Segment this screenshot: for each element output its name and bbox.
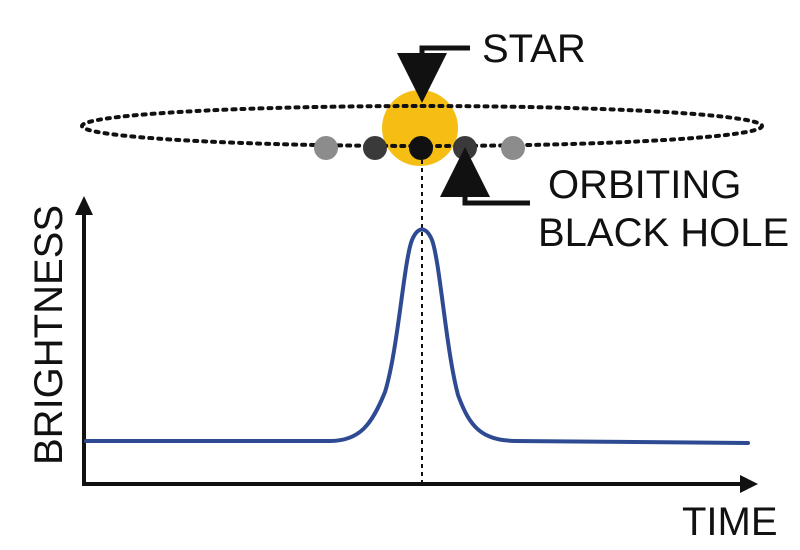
black-hole-pointer-arrow [440, 147, 530, 206]
black-hole-position-right [453, 136, 477, 160]
black-hole-position-far-right [501, 136, 525, 160]
star-label: STAR [482, 27, 586, 71]
black-hole-position-far-left [314, 136, 338, 160]
orbiting-label-line1: ORBITING [548, 163, 741, 207]
black-hole-position-center [409, 136, 433, 160]
brightness-curve [84, 227, 750, 445]
orbiting-label-line2: BLACK HOLE [538, 211, 789, 255]
black-hole-positions [314, 136, 525, 160]
y-axis-arrowhead [75, 196, 93, 215]
x-axis-arrowhead [740, 475, 758, 493]
y-axis-label: BRIGHTNESS [27, 205, 71, 465]
black-hole-position-left [363, 136, 387, 160]
star-pointer-arrow [397, 45, 470, 103]
x-axis-label: TIME [682, 500, 778, 544]
